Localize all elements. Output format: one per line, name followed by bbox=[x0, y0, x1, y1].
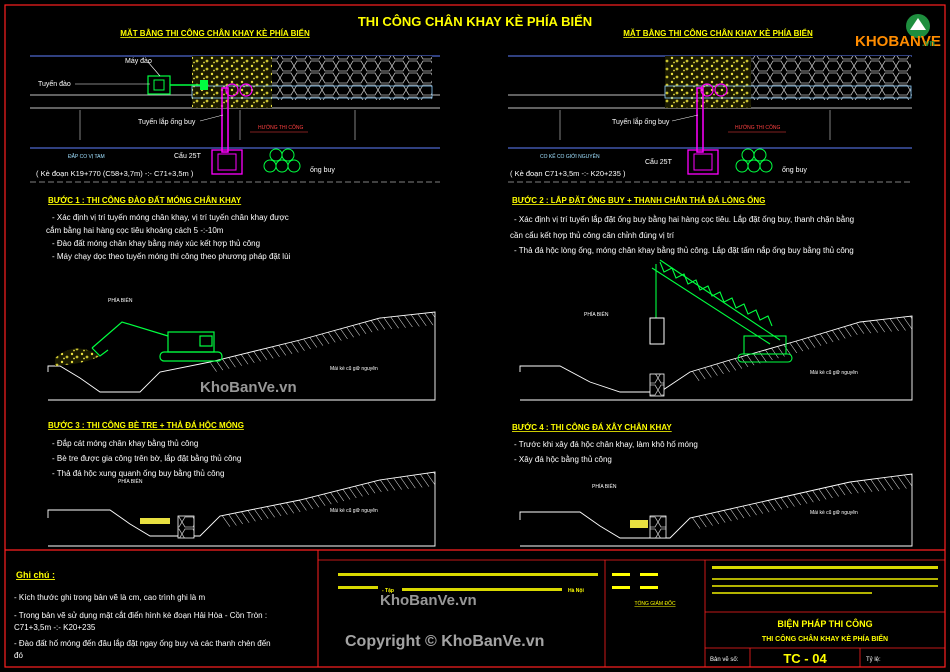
plan-heading: MẶT BẰNG THI CÔNG CHÂN KHAY KÈ PHÍA BIỂN bbox=[623, 29, 813, 38]
tag-right: Mái kè cũ giữ nguyên bbox=[330, 366, 378, 372]
notes-block: Ghi chú : - Kích thước ghi trong bản vẽ … bbox=[14, 550, 319, 667]
ratio-label: Tỷ lệ: bbox=[866, 656, 881, 663]
logo-domain: .vn bbox=[922, 38, 935, 48]
label-may-dao: Máy đào bbox=[125, 58, 152, 65]
outer-frame bbox=[4, 4, 946, 668]
logo-text: KHOBANVE bbox=[855, 33, 941, 50]
step-2: BƯỚC 2 : LẮP ĐẶT ỐNG BUY + THANH CHẮN TH… bbox=[510, 195, 913, 401]
label-tuyen-lap: Tuyến lắp ống buy bbox=[138, 117, 196, 126]
step-heading: BƯỚC 3 : THI CÔNG BÈ TRE + THẢ ĐÁ HỘC MÓ… bbox=[48, 421, 244, 430]
step-heading: BƯỚC 2 : LẮP ĐẶT ỐNG BUY + THANH CHẮN TH… bbox=[512, 195, 765, 205]
notes-heading: Ghi chú : bbox=[16, 570, 55, 580]
plan-range: ( Kè đoạn K19+770 (C58+3,7m) -:- C71+3,5… bbox=[36, 169, 194, 178]
drawing-subtitle: THI CÔNG CHÂN KHAY KÈ PHÍA BIỂN bbox=[762, 634, 888, 643]
step-line: - Bè tre được gia công trên bờ, lắp đặt … bbox=[52, 454, 241, 463]
watermark: KhoBanVe.vn bbox=[200, 379, 297, 396]
plan-heading: MẶT BẰNG THI CÔNG CHÂN KHAY KÈ PHÍA BIỂN bbox=[120, 29, 310, 38]
hex-revetment bbox=[272, 56, 432, 100]
excavator-icon bbox=[147, 75, 208, 95]
excavator-icon bbox=[91, 321, 223, 362]
khobanve-logo: KHOBANVE .vn bbox=[855, 14, 941, 50]
step-3: BƯỚC 3 : THI CÔNG BÈ TRE + THẢ ĐÁ HỘC MÓ… bbox=[47, 421, 436, 547]
label-tuyen-lap: Tuyến lắp ống buy bbox=[612, 117, 670, 126]
tag-left: PHÍA BIỂN bbox=[592, 483, 617, 490]
pipe-line bbox=[221, 87, 229, 153]
bamboo-raft bbox=[140, 518, 170, 524]
step-line: - Xác định vị trí tuyến móng chân khay, … bbox=[52, 213, 289, 222]
label-ong-buy: ống buy bbox=[310, 165, 335, 174]
label-cau: Cẩu 25T bbox=[174, 152, 202, 160]
crane-icon bbox=[687, 149, 719, 175]
note-line: C71+3,5m -:- K20+235 bbox=[14, 623, 96, 632]
drawing-title: BIỆN PHÁP THI CÔNG bbox=[777, 618, 872, 629]
tag-right: Mái kè cũ giữ nguyên bbox=[810, 510, 858, 516]
company-suffix: - Tập bbox=[382, 588, 394, 594]
step-line: - Thả đá hộc xung quanh ống buy bằng thủ… bbox=[52, 469, 224, 478]
watermarks: KhoBanVe.vn KhoBanVe.vn Copyright © KhoB… bbox=[200, 379, 544, 650]
label-huong: HƯỚNG THI CÔNG bbox=[735, 124, 781, 131]
note-line: đó bbox=[14, 651, 23, 660]
step-1: BƯỚC 1 : THI CÔNG ĐÀO ĐẤT MÓNG CHÂN KHAY… bbox=[46, 195, 436, 401]
note-line: - Kích thước ghi trong bản vẽ là cm, cao… bbox=[14, 593, 205, 602]
pipe-stack-icon bbox=[263, 148, 301, 173]
step-line: cần cẩu kết hợp thủ công căn chỉnh đúng … bbox=[510, 231, 675, 240]
label-huong: HƯỚNG THI CÔNG bbox=[258, 124, 304, 131]
tag-left: PHÍA BIỂN bbox=[118, 478, 143, 485]
step-line: - Thả đá hộc lòng ống, móng chân khay bằ… bbox=[514, 246, 854, 255]
director-label: TỔNG GIÁM ĐỐC bbox=[634, 600, 676, 607]
tag-left: PHÍA BIỂN bbox=[584, 311, 609, 318]
label-dap: CO KẾ CO GIỚI NGUYÊN bbox=[540, 152, 600, 160]
step-line: - Xác định vị trí tuyến lắp đặt ống buy … bbox=[514, 215, 854, 224]
hex-revetment bbox=[751, 56, 911, 100]
watermark: Copyright © KhoBanVe.vn bbox=[345, 633, 544, 650]
soil-pile bbox=[55, 348, 100, 366]
plan-right: MẶT BẰNG THI CÔNG CHÂN KHAY KÈ PHÍA BIỂN… bbox=[508, 29, 912, 183]
title-block: - Tập Hà Nội TỔNG GIÁM ĐỐC BIỆN PHÁP THI… bbox=[318, 559, 945, 667]
step-line: - Máy chạy dọc theo tuyến móng thi công … bbox=[52, 252, 291, 261]
crane-icon bbox=[651, 259, 793, 363]
step-line: cắm bằng hai hàng cọc tiêu khoảng cách 5… bbox=[46, 226, 224, 235]
step-line: - Xây đá hộc bằng thủ công bbox=[514, 455, 612, 464]
plan-range: ( Kè đoạn C71+3,5m -:- K20+235 ) bbox=[510, 169, 626, 178]
step-line: - Trước khi xây đá hộc chân khay, làm kh… bbox=[514, 440, 698, 449]
watermark: KhoBanVe.vn bbox=[380, 592, 477, 609]
page-title: THI CÔNG CHÂN KHAY KÈ PHÍA BIỂN bbox=[358, 14, 592, 29]
tag-left: PHÍA BIỂN bbox=[108, 297, 133, 304]
label-tuyen-dao: Tuyến đào bbox=[38, 79, 71, 88]
tag-right: Mái kè cũ giữ nguyên bbox=[330, 508, 378, 514]
step-heading: BƯỚC 4 : THI CÔNG ĐÁ XÂY CHÂN KHAY bbox=[512, 423, 672, 432]
step-line: - Đắp cát móng chân khay bằng thủ công bbox=[52, 439, 198, 448]
sheet-number: TC - 04 bbox=[783, 651, 827, 666]
step-4: BƯỚC 4 : THI CÔNG ĐÁ XÂY CHÂN KHAY - Trư… bbox=[512, 423, 913, 547]
label-ong-buy: ống buy bbox=[782, 165, 807, 174]
pipe-stack-icon bbox=[735, 148, 773, 173]
pipe-segment bbox=[649, 317, 665, 345]
step-line: - Đào đất móng chân khay bằng máy xúc kế… bbox=[52, 239, 260, 248]
company-address: Hà Nội bbox=[568, 588, 584, 594]
label-cau: Cẩu 25T bbox=[645, 158, 673, 166]
plan-left: MẶT BẰNG THI CÔNG CHÂN KHAY KÈ PHÍA BIỂN… bbox=[30, 29, 440, 183]
note-line: - Đào đất hố móng đến đâu lắp đặt ngay ố… bbox=[14, 639, 271, 648]
tag-right: Mái kè cũ giữ nguyên bbox=[810, 370, 858, 376]
label-dap: ĐẮP CO VỊ TAM bbox=[68, 152, 105, 160]
sheet-label: Bản vẽ số: bbox=[710, 657, 739, 663]
crane-icon bbox=[211, 149, 243, 175]
step-heading: BƯỚC 1 : THI CÔNG ĐÀO ĐẤT MÓNG CHÂN KHAY bbox=[48, 195, 242, 205]
note-line: - Trong bản vẽ sử dụng mặt cắt điển hình… bbox=[14, 611, 267, 620]
